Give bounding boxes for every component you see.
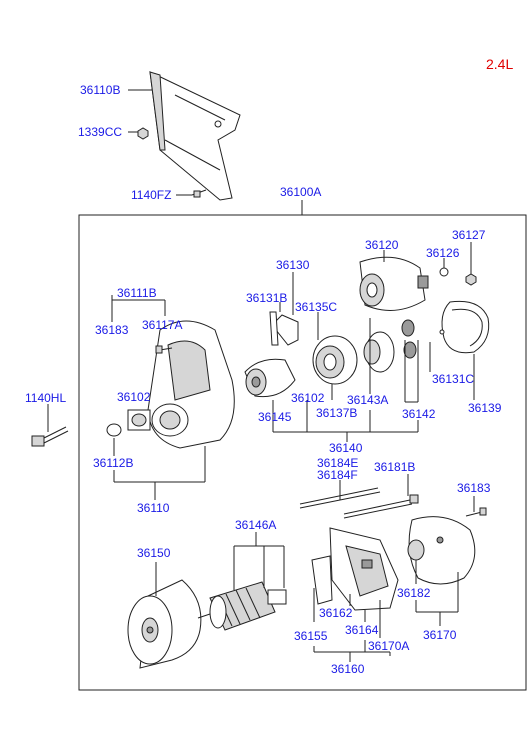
part-label-36110b[interactable]: 36110B [80,83,121,97]
part-label-36164[interactable]: 36164 [345,623,379,637]
part-label-36137b[interactable]: 36137B [316,406,358,420]
plug-36112b [106,423,122,437]
gear-set [363,319,417,373]
part-label-36102-housing[interactable]: 36102 [117,390,151,404]
clip-36131c [439,329,445,335]
part-label-1140fz[interactable]: 1140FZ [131,188,172,202]
part-label-36184e[interactable]: 36184E [317,456,359,470]
nut-1339cc [137,127,149,140]
part-label-36120[interactable]: 36120 [365,238,399,252]
part-label-1140hl[interactable]: 1140HL [25,391,67,405]
brush-holder-part [311,527,399,611]
part-label-36135c[interactable]: 36135C [295,300,338,314]
part-label-36139[interactable]: 36139 [468,401,502,415]
part-label-36146a[interactable]: 36146A [235,518,277,532]
part-label-36131c[interactable]: 36131C [432,372,475,386]
part-label-36131b[interactable]: 36131B [246,291,288,305]
bracket-part [149,71,241,201]
part-label-36170a[interactable]: 36170A [368,639,410,653]
part-label-36182[interactable]: 36182 [397,586,431,600]
engine-label: 2.4L [486,56,514,72]
lever-part [269,311,299,346]
pinion-36145 [244,358,296,398]
part-label-36183-top[interactable]: 36183 [95,323,129,337]
part-label-36150[interactable]: 36150 [137,546,171,560]
rear-cover-part [407,516,476,585]
housing-part [147,320,235,449]
bolt-1140fz [191,189,207,198]
part-label-36110[interactable]: 36110 [137,501,170,515]
part-label-36100a[interactable]: 36100A [280,185,322,199]
part-label-36111b[interactable]: 36111B [117,286,157,300]
part-label-36160[interactable]: 36160 [331,662,365,676]
nut-36127 [465,273,477,286]
screw-36183 [465,507,487,517]
part-label-36126[interactable]: 36126 [426,246,460,260]
part-label-36145[interactable]: 36145 [258,410,292,424]
through-bolt-short [343,494,419,519]
part-label-36142[interactable]: 36142 [402,407,436,421]
part-label-1339cc[interactable]: 1339CC [78,125,123,139]
bolt-1140hl [31,426,69,447]
ring-36139 [441,300,490,354]
part-label-36127[interactable]: 36127 [452,228,486,242]
washer-36126 [439,267,449,277]
armature-part [197,581,287,631]
solenoid-part [359,256,429,311]
part-label-36155[interactable]: 36155 [294,629,328,643]
clutch-36137b [312,335,358,385]
part-label-36102-drive[interactable]: 36102 [291,391,325,405]
part-label-36184f[interactable]: 36184F [317,468,358,482]
bushing-36102 [131,413,147,427]
part-label-36143a[interactable]: 36143A [347,393,389,407]
part-label-36170[interactable]: 36170 [423,628,457,642]
part-label-36181b[interactable]: 36181B [374,460,416,474]
part-label-36183-bottom[interactable]: 36183 [457,481,491,495]
bolt-36117a [155,345,173,354]
part-label-36162[interactable]: 36162 [319,606,353,620]
yoke-part [127,579,202,669]
part-label-36112b[interactable]: 36112B [93,456,134,470]
part-label-36117a[interactable]: 36117A [142,318,183,332]
part-label-36130[interactable]: 36130 [276,258,310,272]
part-label-36140[interactable]: 36140 [329,441,363,455]
